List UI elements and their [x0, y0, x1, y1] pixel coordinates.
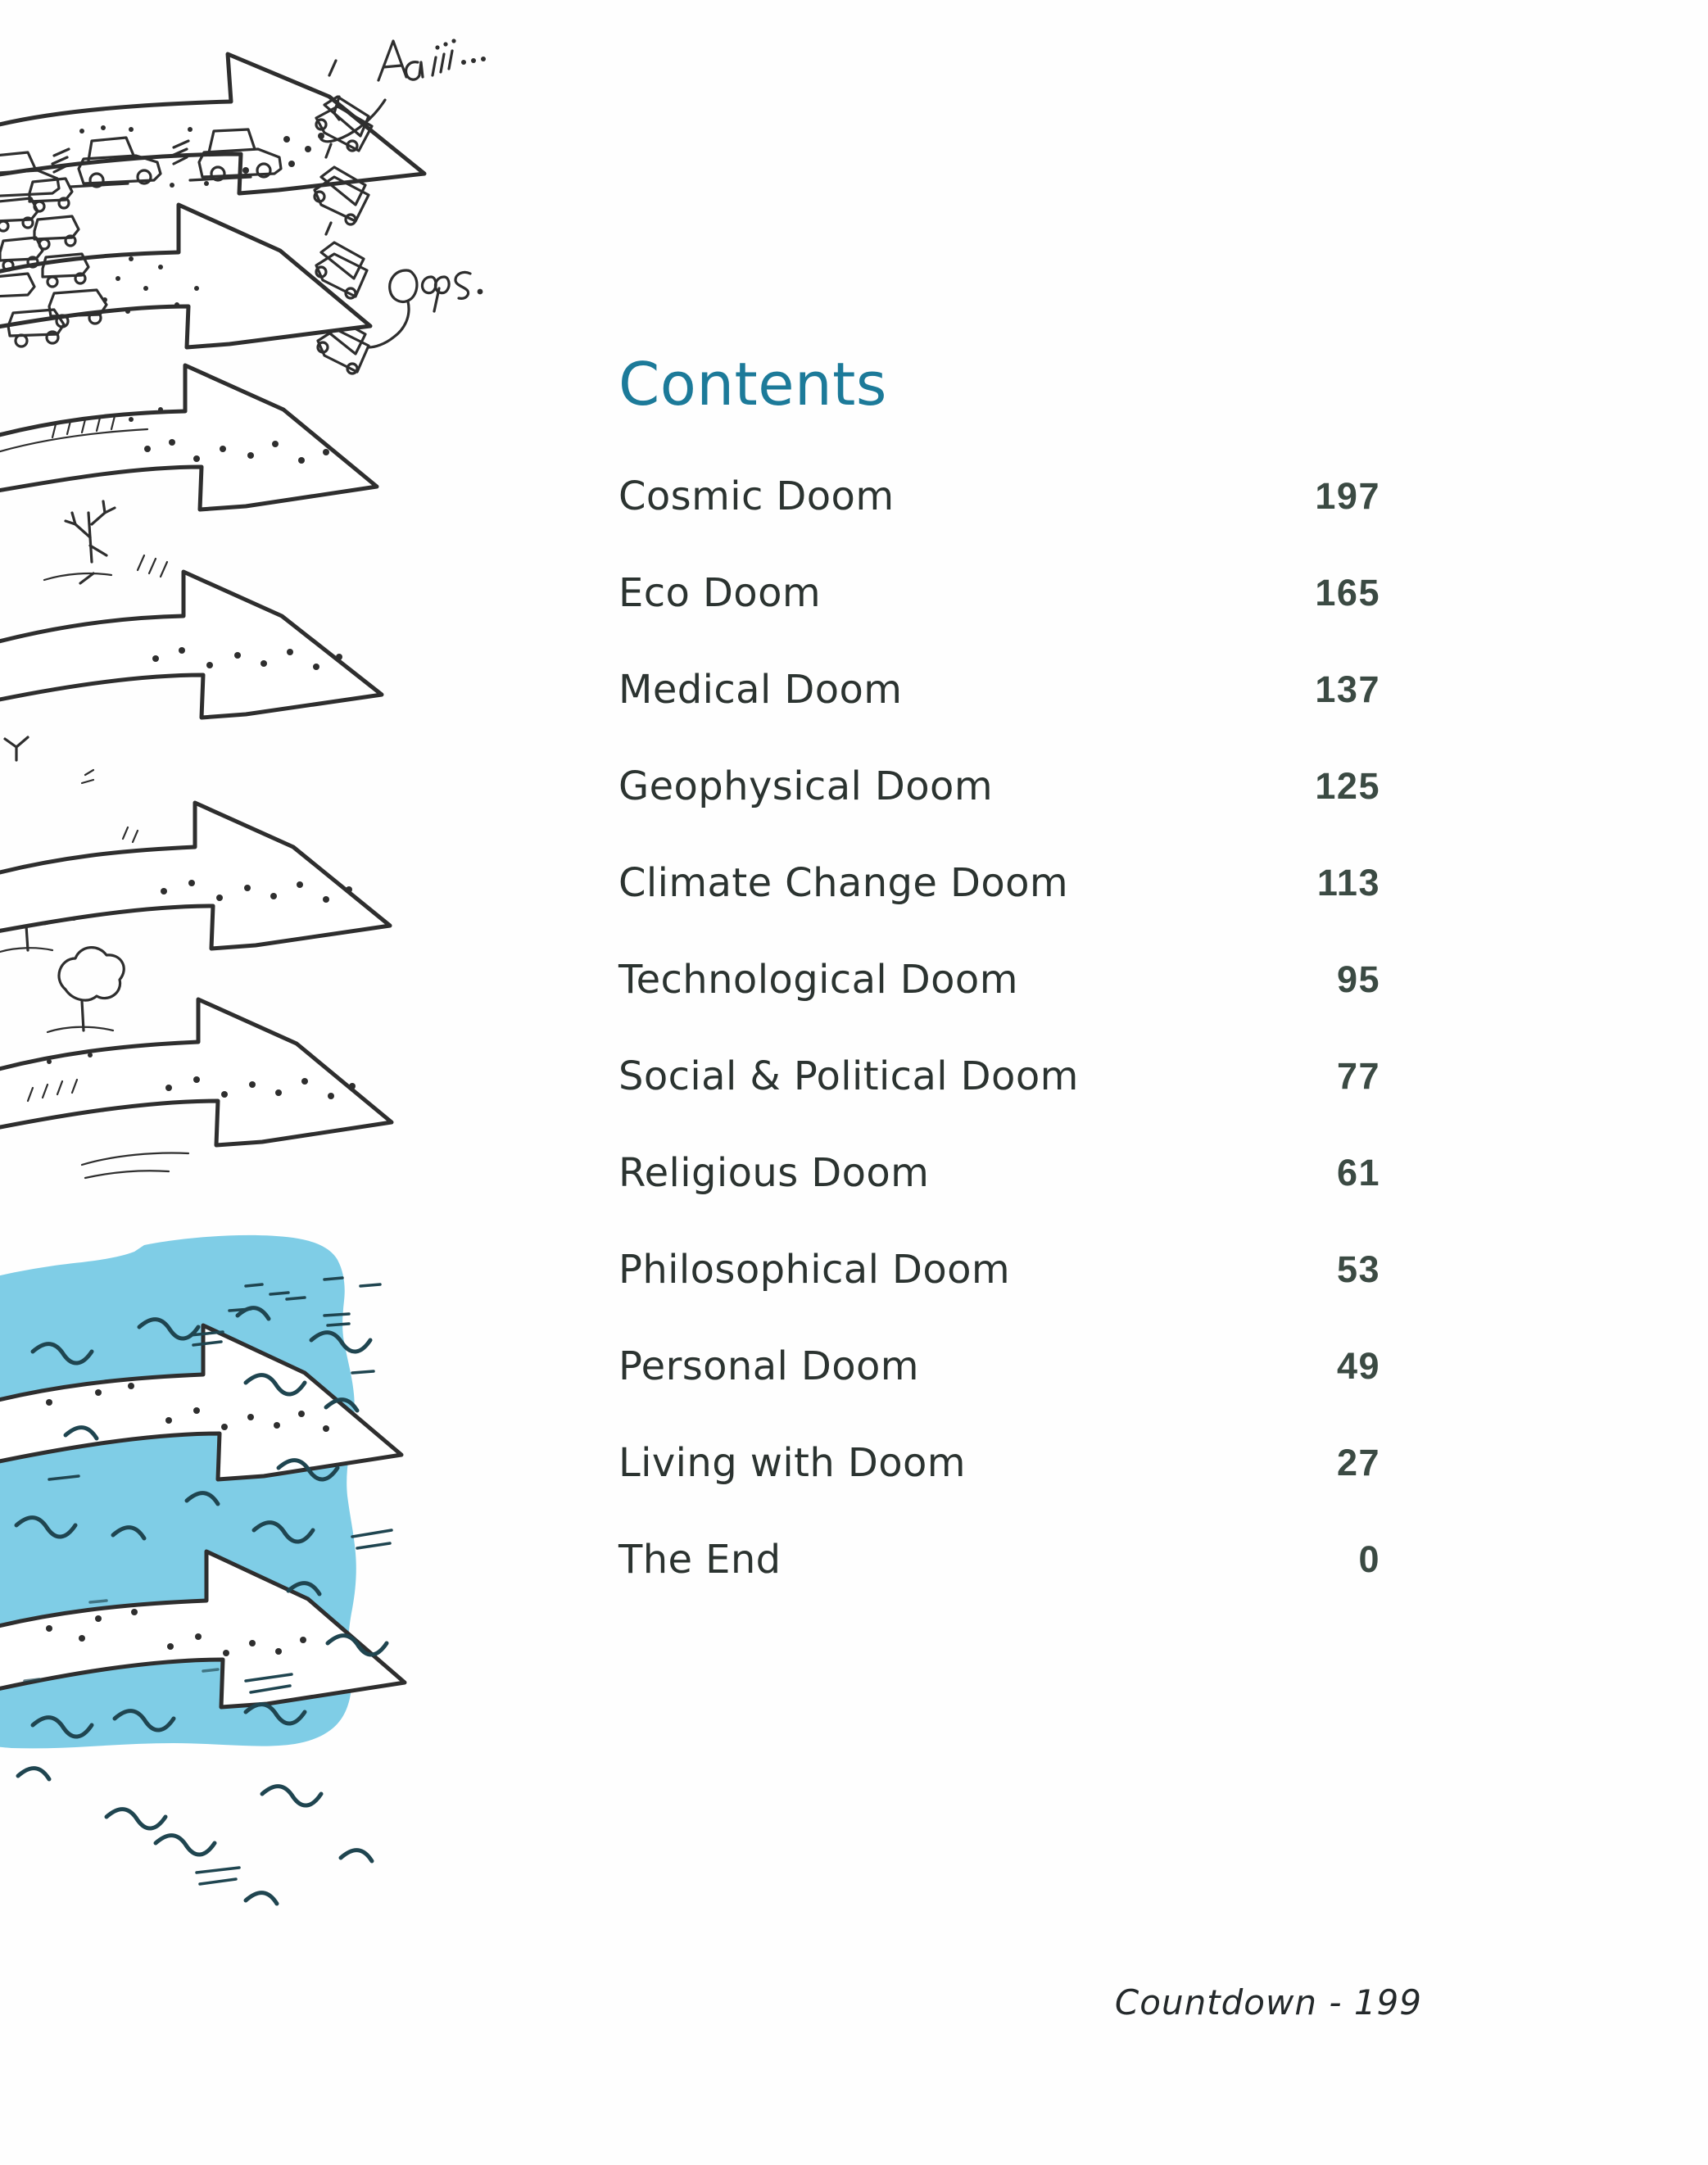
toc-entry-title: Geophysical Doom	[618, 763, 993, 809]
falling-cars	[313, 59, 374, 375]
doom-road-illustration: .ink { fill:none; stroke:#2e2e2e; stroke…	[0, 0, 623, 2023]
toc-entry-page-number: 49	[1336, 1345, 1380, 1387]
toc-entry-title: Living with Doom	[618, 1440, 966, 1486]
toc-entry-personal-doom[interactable]: Personal Doom 49	[616, 1343, 1380, 1440]
table-of-contents-list: Cosmic Doom 197 Eco Doom 165 Medical Doo…	[616, 473, 1380, 1633]
toc-entry-geophysical-doom[interactable]: Geophysical Doom 125	[616, 763, 1380, 860]
toc-entry-title: Personal Doom	[618, 1343, 919, 1389]
toc-entry-technological-doom[interactable]: Technological Doom 95	[616, 957, 1380, 1053]
car	[170, 128, 283, 182]
speckles	[102, 256, 199, 314]
toc-entry-social-political-doom[interactable]: Social & Political Doom 77	[616, 1053, 1380, 1150]
toc-entry-title: Technological Doom	[618, 957, 1018, 1003]
toc-entry-page-number: 113	[1316, 862, 1380, 904]
waves	[14, 1276, 393, 1906]
toc-entry-title: Climate Change Doom	[618, 860, 1069, 906]
toc-entry-page-number: 137	[1315, 668, 1380, 710]
toc-entry-page-number: 95	[1336, 958, 1380, 1000]
scream-annotation	[319, 38, 486, 143]
tumbling-car	[315, 221, 369, 300]
road-arrow-3	[0, 363, 379, 512]
water-arrow-1	[0, 1323, 404, 1482]
toc-entry-climate-change-doom[interactable]: Climate Change Doom 113	[616, 860, 1380, 957]
toc-entry-page-number: 0	[1358, 1538, 1380, 1580]
bush	[46, 946, 125, 1034]
road-arrow-6	[0, 997, 394, 1180]
toc-entry-page-number: 27	[1336, 1442, 1380, 1483]
toc-entry-page-number: 61	[1336, 1152, 1380, 1193]
car	[0, 151, 61, 197]
toc-entry-title: Eco Doom	[618, 570, 821, 616]
tumbling-car	[313, 143, 370, 226]
tumbling-car	[315, 59, 374, 152]
toc-entry-the-end[interactable]: The End 0	[616, 1537, 1380, 1633]
car-pileup	[0, 177, 108, 348]
toc-entry-page-number: 77	[1336, 1055, 1380, 1097]
toc-entry-page-number: 125	[1315, 765, 1380, 807]
toc-entry-title: Social & Political Doom	[618, 1053, 1079, 1099]
contents-column: Contents Cosmic Doom 197 Eco Doom 165 Me…	[616, 0, 1435, 2165]
toc-entry-cosmic-doom[interactable]: Cosmic Doom 197	[616, 473, 1380, 570]
toc-entry-philosophical-doom[interactable]: Philosophical Doom 53	[616, 1247, 1380, 1343]
toc-entry-page-number: 165	[1315, 572, 1380, 614]
toc-entry-page-number: 53	[1336, 1248, 1380, 1290]
toc-entry-page-number: 197	[1315, 475, 1380, 517]
car	[51, 136, 162, 188]
toc-entry-religious-doom[interactable]: Religious Doom 61	[616, 1150, 1380, 1247]
toc-entry-title: Cosmic Doom	[618, 473, 895, 519]
road-arrow-4	[0, 569, 384, 720]
oops-annotation	[367, 269, 483, 349]
road-arrow-5	[0, 800, 392, 951]
bird	[3, 736, 29, 762]
page-footer: Countdown - 199	[1114, 1982, 1422, 2022]
toc-entry-title: The End	[618, 1537, 782, 1583]
water-arrow-2	[0, 1549, 407, 1710]
toc-entry-title: Philosophical Doom	[618, 1247, 1011, 1293]
page-title: Contents	[618, 350, 887, 419]
toc-entry-eco-doom[interactable]: Eco Doom 165	[616, 570, 1380, 667]
toc-entry-living-with-doom[interactable]: Living with Doom 27	[616, 1440, 1380, 1537]
toc-entry-title: Medical Doom	[618, 667, 903, 713]
cars-on-arrow-1	[0, 125, 324, 197]
toc-entry-medical-doom[interactable]: Medical Doom 137	[616, 667, 1380, 763]
dead-tree	[43, 500, 116, 585]
toc-entry-title: Religious Doom	[618, 1150, 930, 1196]
